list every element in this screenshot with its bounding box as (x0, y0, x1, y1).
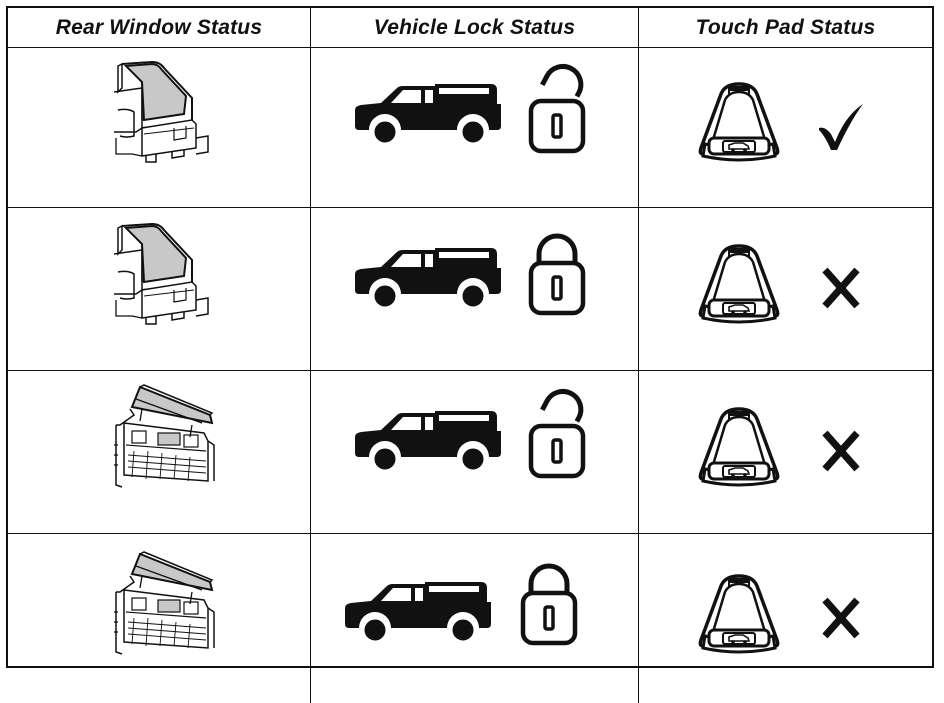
pickup-truck-icon (353, 246, 503, 310)
pickup-truck-icon (353, 409, 503, 473)
cross-icon (825, 270, 857, 306)
row-1-vehicle-lock-cell (311, 48, 639, 208)
cross-icon (825, 433, 857, 469)
padlock-locked-icon (523, 566, 575, 643)
row-2-touch-pad-icons (698, 244, 932, 324)
row-1-touch-pad-cell (639, 48, 932, 208)
touch-pad-icon (698, 244, 780, 324)
touch-pad-icon (698, 574, 780, 654)
padlock-locked-icon (531, 236, 583, 313)
row-3-touch-pad-cell (639, 371, 932, 534)
row-1-touch-pad-icons (698, 82, 863, 162)
row-2-touch-pad-cell (639, 208, 932, 371)
rear-window-open-icon (113, 384, 215, 488)
header-vehicle-lock: Vehicle Lock Status (311, 8, 639, 48)
pickup-truck-icon (353, 82, 503, 146)
row-4-touch-pad-cell (639, 534, 932, 703)
pickup-truck-icon (343, 580, 493, 644)
padlock-unlocked-icon (531, 60, 587, 151)
header-rear-window: Rear Window Status (8, 8, 311, 48)
touch-pad-icon (698, 82, 780, 162)
row-2-lock-icons (353, 208, 639, 371)
padlock-unlocked-icon (531, 385, 587, 476)
row-4-rear-window-cell (8, 534, 311, 703)
row-1-rear-window-cell (8, 48, 311, 208)
status-table: Rear Window Status Vehicle Lock Status T… (6, 6, 934, 703)
rear-window-closed-icon (113, 61, 209, 163)
rear-window-closed-icon (113, 223, 209, 325)
row-4-touch-pad-icons (698, 574, 932, 654)
row-2-rear-window-cell (8, 208, 311, 371)
row-4-vehicle-lock-cell (311, 534, 639, 703)
row-3-lock-icons (353, 371, 639, 534)
checkmark-icon (819, 104, 863, 150)
rear-window-open-icon (113, 551, 215, 655)
row-2-vehicle-lock-cell (311, 208, 639, 371)
header-touch-pad: Touch Pad Status (639, 8, 932, 48)
row-3-touch-pad-icons (698, 407, 932, 487)
row-1-lock-icons (353, 48, 639, 208)
cross-icon (825, 600, 857, 636)
row-4-lock-icons (343, 534, 639, 703)
row-3-vehicle-lock-cell (311, 371, 639, 534)
row-3-rear-window-cell (8, 371, 311, 534)
touch-pad-icon (698, 407, 780, 487)
